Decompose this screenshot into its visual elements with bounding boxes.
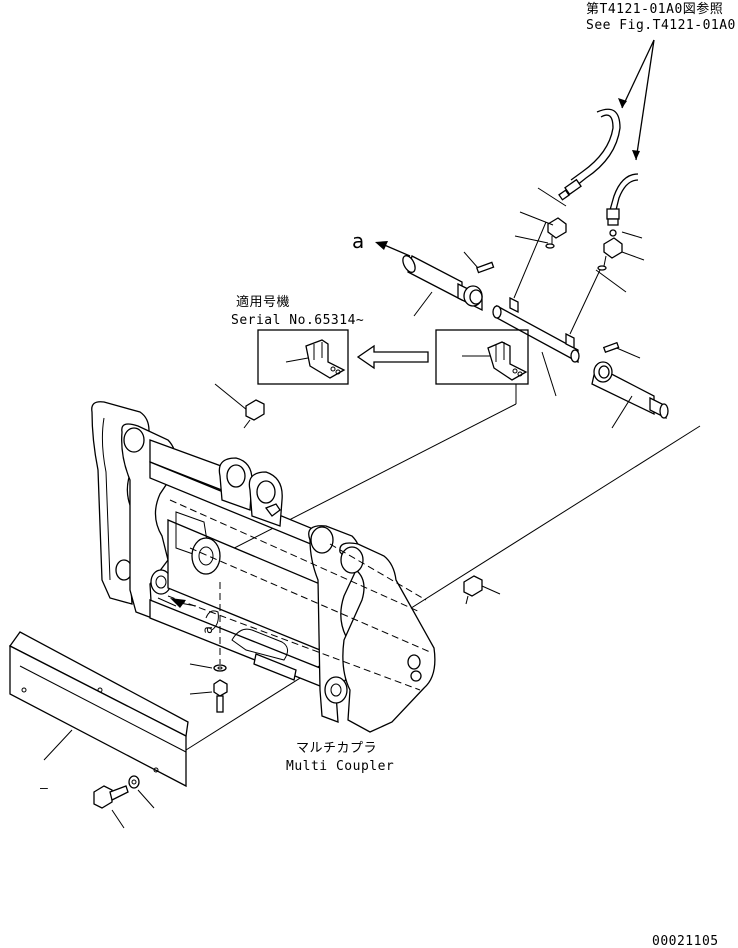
reference-label-en: See Fig.T4121-01A0 <box>586 18 736 33</box>
dash-mark: – <box>40 781 48 796</box>
hydraulic-cylinder <box>492 221 601 364</box>
hydraulic-hose-left <box>558 108 621 201</box>
washer-center <box>213 664 227 672</box>
reference-arrows <box>618 39 655 161</box>
drawing-number: 00021105 <box>652 934 719 948</box>
cover-plate <box>9 631 189 788</box>
replacement-arrow <box>356 344 429 370</box>
lock-pin-right <box>591 341 669 420</box>
pin-arrow-mark <box>170 598 197 608</box>
cover-bolt <box>93 785 129 829</box>
bracket-new-box <box>257 329 349 385</box>
direction-arrow-a <box>375 241 411 257</box>
grease-nipple-right <box>463 575 501 605</box>
grease-nipple-upper <box>214 383 265 429</box>
serial-label-jp: 適用号機 <box>236 294 290 310</box>
frame-mark-a: a <box>201 626 216 634</box>
arrow-label-a: a <box>352 229 364 253</box>
bolt-center <box>213 679 228 713</box>
hydraulic-hose-right <box>606 173 639 226</box>
coupler-label-jp: マルチカプラ <box>296 741 377 756</box>
lock-pin-left <box>402 255 483 312</box>
coupler-label-en: Multi Coupler <box>286 759 394 774</box>
hose-fitting-right <box>597 229 623 271</box>
cover-washer <box>128 775 155 809</box>
serial-label-en: Serial No.65314~ <box>231 313 364 328</box>
spring-pin-left <box>475 261 495 274</box>
hose-fitting <box>545 217 567 249</box>
bracket-old-box <box>435 329 529 404</box>
multi-coupler-frame <box>91 401 436 733</box>
reference-label-jp: 第T4121-01A0図参照 <box>586 1 723 17</box>
